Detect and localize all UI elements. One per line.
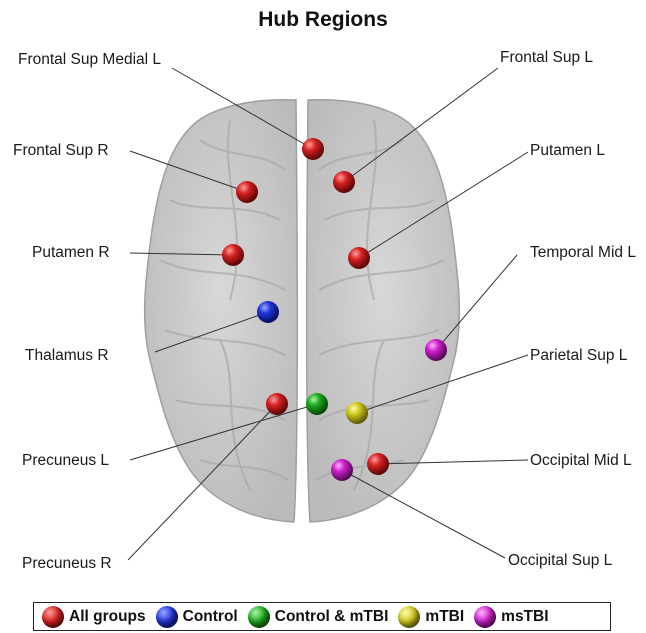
node-putamen-r	[222, 244, 244, 266]
legend-marker-control-mtbi	[248, 606, 270, 628]
label-frontal-sup-r: Frontal Sup R	[13, 142, 109, 160]
legend-label-mtbi: mTBI	[425, 608, 464, 626]
node-frontal-sup-l	[333, 171, 355, 193]
legend-marker-mtbi	[398, 606, 420, 628]
label-occipital-sup-l: Occipital Sup L	[508, 552, 612, 570]
label-parietal-sup-l: Parietal Sup L	[530, 347, 627, 365]
legend-label-control: Control	[183, 608, 238, 626]
label-frontal-sup-l: Frontal Sup L	[500, 49, 593, 67]
node-temporal-mid-l	[425, 339, 447, 361]
figure-title: Hub Regions	[0, 8, 646, 32]
node-frontal-sup-r	[236, 181, 258, 203]
node-precuneus-l	[306, 393, 328, 415]
node-thalamus-r	[257, 301, 279, 323]
brain-diagram	[0, 0, 646, 600]
legend-marker-control	[156, 606, 178, 628]
legend-label-control-mtbi: Control & mTBI	[275, 608, 389, 626]
node-parietal-sup-l	[346, 402, 368, 424]
leader-line-occipital-sup-l	[342, 470, 505, 558]
label-precuneus-l: Precuneus L	[22, 452, 109, 470]
node-precuneus-r	[266, 393, 288, 415]
label-temporal-mid-l: Temporal Mid L	[530, 244, 636, 262]
legend-marker-all-groups	[42, 606, 64, 628]
legend-marker-mstbi	[474, 606, 496, 628]
label-frontal-sup-medial-l: Frontal Sup Medial L	[18, 51, 161, 69]
legend-label-all-groups: All groups	[69, 608, 146, 626]
label-putamen-l: Putamen L	[530, 142, 605, 160]
legend-label-mstbi: msTBI	[501, 608, 548, 626]
legend: All groups Control Control & mTBI mTBI m…	[33, 602, 611, 631]
node-occipital-sup-l	[331, 459, 353, 481]
legend-item-all-groups: All groups	[42, 606, 146, 628]
label-precuneus-r: Precuneus R	[22, 555, 112, 573]
legend-item-control: Control	[156, 606, 238, 628]
node-putamen-l	[348, 247, 370, 269]
label-putamen-r: Putamen R	[32, 244, 110, 262]
legend-item-mtbi: mTBI	[398, 606, 464, 628]
node-occipital-mid-l	[367, 453, 389, 475]
node-frontal-sup-medial-l	[302, 138, 324, 160]
legend-item-mstbi: msTBI	[474, 606, 548, 628]
legend-item-control-mtbi: Control & mTBI	[248, 606, 389, 628]
label-occipital-mid-l: Occipital Mid L	[530, 452, 632, 470]
label-thalamus-r: Thalamus R	[25, 347, 109, 365]
